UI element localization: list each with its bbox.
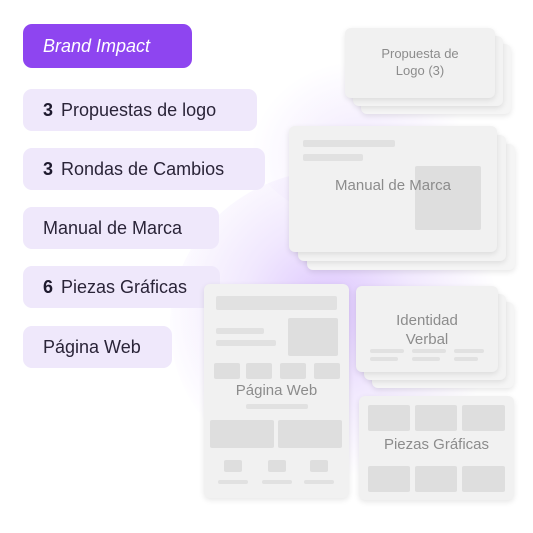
brand-manual-label: Manual de Marca (335, 177, 451, 194)
web-thumb (246, 363, 272, 379)
deliverable-label: Rondas de Cambios (61, 158, 225, 179)
deliverable-logo-proposals: 3 Propuestas de logo (23, 89, 257, 131)
logo-proposal-line-1: Propuesta de (381, 46, 459, 61)
web-text-line (218, 480, 248, 484)
web-feature-icon (268, 460, 286, 472)
verbal-text-line (370, 357, 398, 361)
web-text-line (262, 480, 292, 484)
web-section-block (210, 420, 274, 448)
web-thumb (314, 363, 340, 379)
web-hero-image (288, 318, 338, 356)
deliverable-count: 3 (43, 158, 54, 179)
web-text-line (304, 480, 334, 484)
piece-tile (462, 405, 505, 431)
web-thumb (280, 363, 306, 379)
logo-proposal-label: Propuesta de Logo (3) (345, 45, 495, 79)
web-feature-icon (224, 460, 242, 472)
deliverable-count: 3 (43, 99, 54, 120)
piece-tile (368, 466, 410, 492)
verbal-text-line (412, 357, 440, 361)
deliverable-brand-manual: Manual de Marca (23, 207, 219, 249)
piece-tile (415, 405, 457, 431)
web-thumb (214, 363, 240, 379)
web-text-line (246, 404, 308, 409)
web-page-label: Página Web (235, 382, 318, 399)
brand-manual-card: Manual de Marca (289, 126, 497, 252)
deliverable-change-rounds: 3 Rondas de Cambios (23, 148, 265, 190)
web-text-line (216, 340, 276, 346)
verbal-identity-card: Identidad Verbal (356, 286, 498, 372)
verbal-text-line (370, 349, 404, 353)
logo-proposal-line-2: Logo (3) (395, 63, 445, 78)
verbal-identity-line-1: Identidad (396, 312, 458, 329)
deliverable-graphic-pieces: 6 Piezas Gráficas (23, 266, 220, 308)
web-text-line (216, 328, 264, 334)
web-section-block (278, 420, 342, 448)
manual-image-block (415, 166, 481, 230)
piece-tile (368, 405, 410, 431)
verbal-identity-line-2: Verbal (405, 331, 449, 348)
deliverable-count: 6 (43, 276, 54, 297)
verbal-text-line (454, 357, 478, 361)
web-header-bar (216, 296, 337, 310)
piece-tile (415, 466, 457, 492)
verbal-identity-label: Identidad Verbal (356, 311, 498, 349)
web-feature-icon (310, 460, 328, 472)
web-page-card: Página Web (204, 284, 349, 498)
deliverable-label: Propuestas de logo (61, 99, 217, 120)
deliverable-label: Manual de Marca (43, 217, 183, 238)
brand-impact-label: Brand Impact (43, 35, 151, 56)
deliverable-web-page: Página Web (23, 326, 172, 368)
manual-line (303, 140, 395, 147)
graphic-pieces-card: Piezas Gráficas (359, 396, 514, 500)
graphic-pieces-label: Piezas Gráficas (383, 436, 490, 453)
piece-tile (462, 466, 505, 492)
verbal-text-line (412, 349, 446, 353)
deliverable-label: Página Web (43, 336, 141, 357)
brand-impact-badge: Brand Impact (23, 24, 192, 68)
verbal-text-line (454, 349, 484, 353)
manual-line (303, 154, 363, 161)
deliverable-label: Piezas Gráficas (61, 276, 188, 297)
logo-proposal-card: Propuesta de Logo (3) (345, 28, 495, 98)
